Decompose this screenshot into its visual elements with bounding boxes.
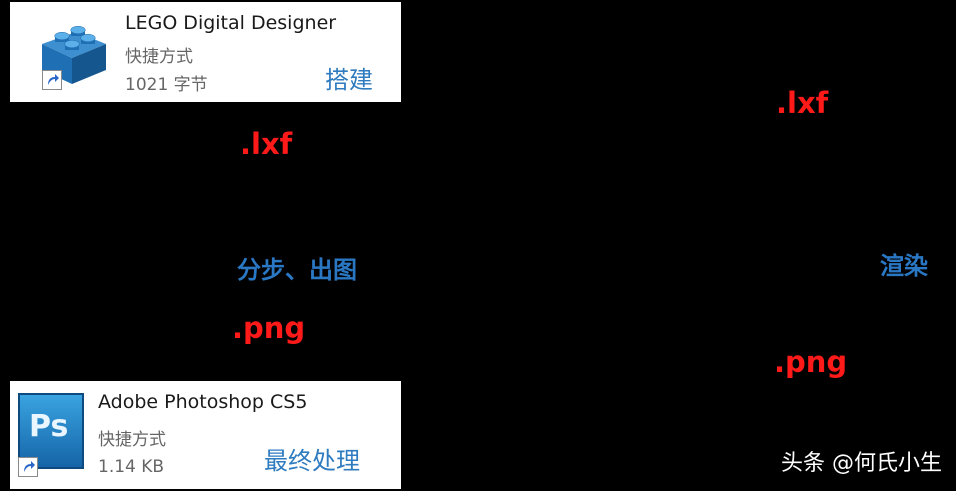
- file-size: 1021 字节: [125, 75, 208, 95]
- photoshop-icon: Ps: [18, 393, 84, 469]
- render-label: 渲染: [880, 252, 928, 280]
- file-ext-png-right: .png: [774, 345, 848, 379]
- lego-brick-icon: [42, 26, 106, 84]
- app-title: Adobe Photoshop CS5: [98, 391, 308, 413]
- watermark: 头条 @何氏小生: [781, 451, 942, 476]
- file-ext-lxf-left: .lxf: [240, 127, 293, 161]
- shortcut-arrow-icon: [18, 457, 38, 477]
- file-ext-png-left: .png: [232, 311, 306, 345]
- lego-digital-designer-shortcut[interactable]: LEGO Digital Designer 快捷方式 1021 字节 搭建: [10, 2, 401, 102]
- photoshop-icon-text: Ps: [29, 409, 69, 444]
- app-title: LEGO Digital Designer: [125, 12, 337, 34]
- action-label: 搭建: [325, 66, 373, 94]
- file-size: 1.14 KB: [98, 457, 165, 477]
- shortcut-type: 快捷方式: [125, 47, 193, 67]
- action-label: 最终处理: [264, 447, 360, 475]
- file-ext-lxf-right: .lxf: [776, 86, 829, 120]
- step-label: 分步、出图: [237, 256, 357, 284]
- shortcut-type: 快捷方式: [98, 430, 166, 450]
- photoshop-shortcut[interactable]: Ps Adobe Photoshop CS5 快捷方式 1.14 KB 最终处理: [10, 381, 401, 489]
- shortcut-arrow-icon: [42, 70, 62, 90]
